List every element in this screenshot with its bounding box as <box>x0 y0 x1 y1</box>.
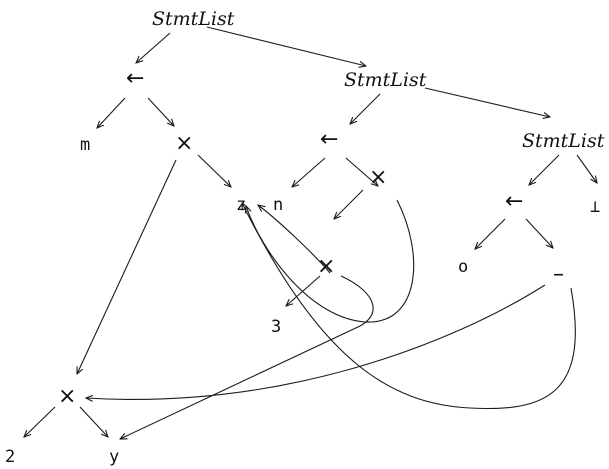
edge-assign2-times2 <box>345 157 378 186</box>
stmtlist-node-2: StmtList <box>344 69 427 91</box>
times-node-1: × <box>175 131 193 156</box>
const-2: 2 <box>5 447 15 467</box>
edge-times2-times3 <box>334 189 364 219</box>
edge-times4-y <box>79 406 108 437</box>
edge-times3-3 <box>286 275 321 306</box>
edge-minus-times4 <box>86 284 546 399</box>
var-o: o <box>458 257 468 277</box>
edge-times3-y <box>120 275 374 439</box>
stmtlist-node-3: StmtList <box>522 130 605 152</box>
edge-minus-z <box>242 203 576 410</box>
edge-stmtlist3-assign3 <box>529 154 560 185</box>
edge-assign1-m <box>97 97 126 128</box>
var-m: m <box>80 135 90 155</box>
edge-stmtlist2-assign2 <box>350 93 381 124</box>
times-node-2: × <box>369 165 387 190</box>
edge-stmtlist3-bottom <box>576 154 597 183</box>
edge-stmtlist1-assign1 <box>136 32 171 63</box>
edge-stmtlist2-stmtlist3 <box>424 87 550 117</box>
times-node-3: × <box>317 254 335 279</box>
var-n: n <box>273 195 283 215</box>
edge-assign3-minus <box>525 218 553 248</box>
edge-assign3-o <box>475 218 506 249</box>
assign-node-1: ← <box>126 66 144 91</box>
minus-node: – <box>553 262 564 287</box>
assign-node-3: ← <box>505 189 523 214</box>
edges <box>24 26 597 439</box>
bottom-node: ⊥ <box>590 197 600 217</box>
var-z: z <box>236 195 246 215</box>
edge-assign2-n <box>292 157 326 187</box>
nodes: StmtList StmtList StmtList ← ← ← × × × ×… <box>5 8 605 467</box>
edge-times1-times4 <box>77 159 177 374</box>
stmtlist-node-1: StmtList <box>152 8 235 30</box>
times-node-4: × <box>58 384 76 409</box>
const-3: 3 <box>271 317 281 337</box>
edge-times4-2 <box>24 406 56 437</box>
edge-times2-z <box>246 199 415 323</box>
edge-stmtlist1-stmtlist2 <box>206 26 366 66</box>
edge-times3-z <box>258 205 331 274</box>
edge-times1-z <box>197 154 231 187</box>
var-y: y <box>109 447 119 467</box>
assign-node-2: ← <box>320 127 338 152</box>
edge-assign1-times1 <box>147 97 174 126</box>
